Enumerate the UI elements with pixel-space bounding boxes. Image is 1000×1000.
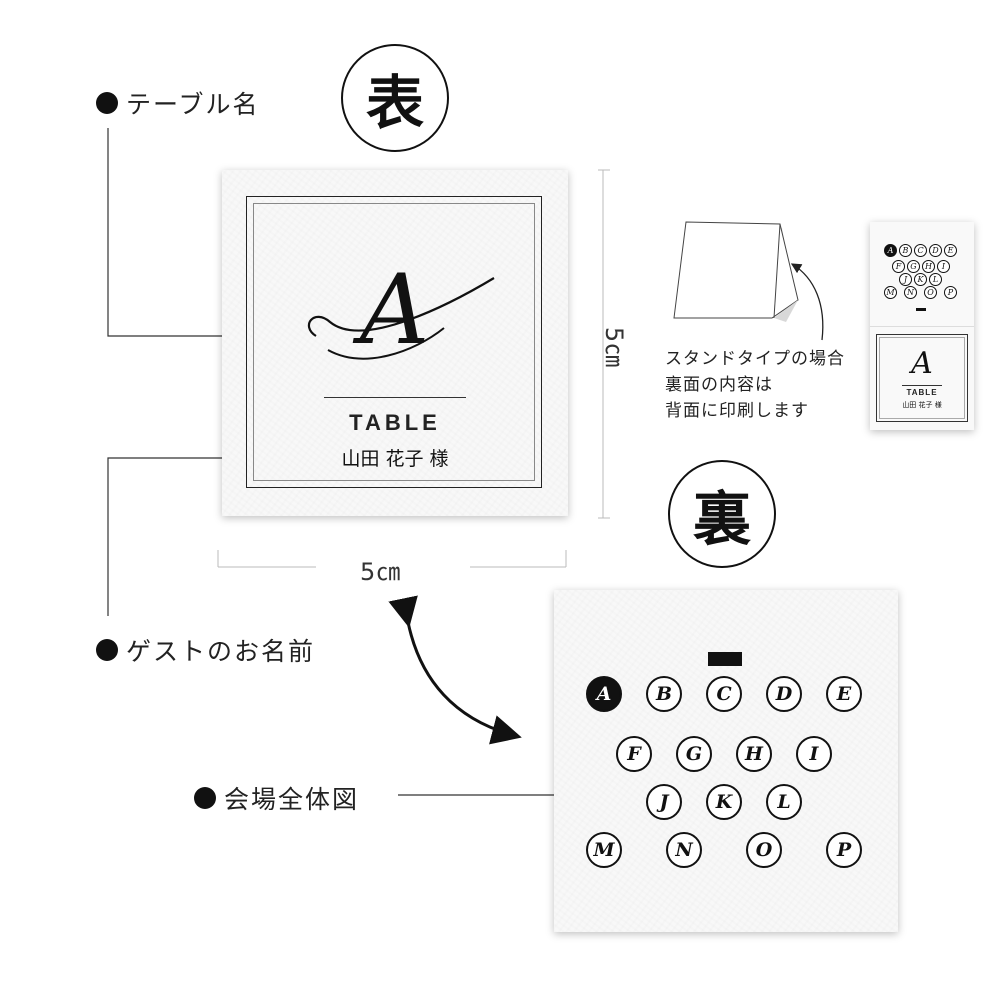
seat-letter-a: A <box>586 676 622 712</box>
stand-note-line1: スタンドタイプの場合 <box>665 349 845 369</box>
bullet-icon <box>96 92 118 114</box>
guest-name-text: ゲストのお名前 <box>126 637 316 666</box>
mini-outer-frame <box>876 334 968 422</box>
seat-letter-o: O <box>746 832 782 868</box>
venue-map-text: 会場全体図 <box>224 785 360 814</box>
front-card: A TABLE 山田 花子 様 <box>222 170 568 516</box>
venue-map-label: 会場全体図 <box>194 780 359 816</box>
seat-letter-g: G <box>676 736 712 772</box>
stand-note-line3: 背面に印刷します <box>665 401 809 421</box>
mini-seat-letter-h: H <box>922 260 935 273</box>
seat-letter-b: B <box>646 676 682 712</box>
mini-seat-letter-b: B <box>899 244 912 257</box>
mini-seat-letter-m: M <box>884 286 897 299</box>
mini-seat-letter-c: C <box>914 244 927 257</box>
initial-flourish <box>308 277 495 360</box>
mini-seat-letter-d: D <box>929 244 942 257</box>
stand-illustration <box>673 221 799 322</box>
mini-divider <box>902 385 942 386</box>
mini-seat-letter-a: A <box>884 244 897 257</box>
bullet-icon <box>194 787 216 809</box>
mini-seat-letter-e: E <box>944 244 957 257</box>
seat-letter-n: N <box>666 832 702 868</box>
mini-seat-letter-f: F <box>892 260 905 273</box>
seat-letter-e: E <box>826 676 862 712</box>
seat-letter-f: F <box>616 736 652 772</box>
initial-letter: A <box>360 254 430 366</box>
mini-table-title: TABLE <box>906 388 938 397</box>
entrance-bar <box>708 652 742 666</box>
back-badge: 裏 <box>668 460 776 568</box>
height-dimension-label: 5㎝ <box>600 326 629 369</box>
seat-letter-p: P <box>826 832 862 868</box>
table-name-label: テーブル名 <box>96 85 260 121</box>
mini-seat-letter-n: N <box>904 286 917 299</box>
mini-guest-name: 山田 花子 様 <box>902 401 942 409</box>
mini-inner-frame <box>879 337 965 419</box>
mini-seat-letter-o: O <box>924 286 937 299</box>
mini-fold-line <box>870 326 974 327</box>
mini-seat-letter-p: P <box>944 286 957 299</box>
front-badge: 表 <box>341 44 449 152</box>
guest-name: 山田 花子 様 <box>341 448 449 470</box>
seat-letter-c: C <box>706 676 742 712</box>
mini-entrance-bar <box>916 308 926 311</box>
stand-note: スタンドタイプの場合 裏面の内容は 背面に印刷します <box>665 346 845 424</box>
divider-line <box>324 397 466 398</box>
seat-letter-i: I <box>796 736 832 772</box>
inner-frame <box>253 203 535 481</box>
mini-seat-letter-k: K <box>914 273 927 286</box>
mini-seat-letter-j: J <box>899 273 912 286</box>
table-title: TABLE <box>349 410 441 435</box>
mini-seat-letter-l: L <box>929 273 942 286</box>
seat-letter-m: M <box>586 832 622 868</box>
seat-letter-j: J <box>646 784 682 820</box>
guest-name-label: ゲストのお名前 <box>96 632 315 668</box>
mini-seat-letter-g: G <box>907 260 920 273</box>
seat-letter-k: K <box>706 784 742 820</box>
table-name-text: テーブル名 <box>126 90 260 119</box>
stand-note-line2: 裏面の内容は <box>665 375 773 395</box>
mini-initial: A <box>911 346 933 381</box>
outer-frame <box>246 196 542 488</box>
bullet-icon <box>96 639 118 661</box>
mini-seat-letter-i: I <box>937 260 950 273</box>
seat-letter-l: L <box>766 784 802 820</box>
seat-letter-h: H <box>736 736 772 772</box>
seat-letter-d: D <box>766 676 802 712</box>
width-dimension-label: 5㎝ <box>360 558 402 586</box>
